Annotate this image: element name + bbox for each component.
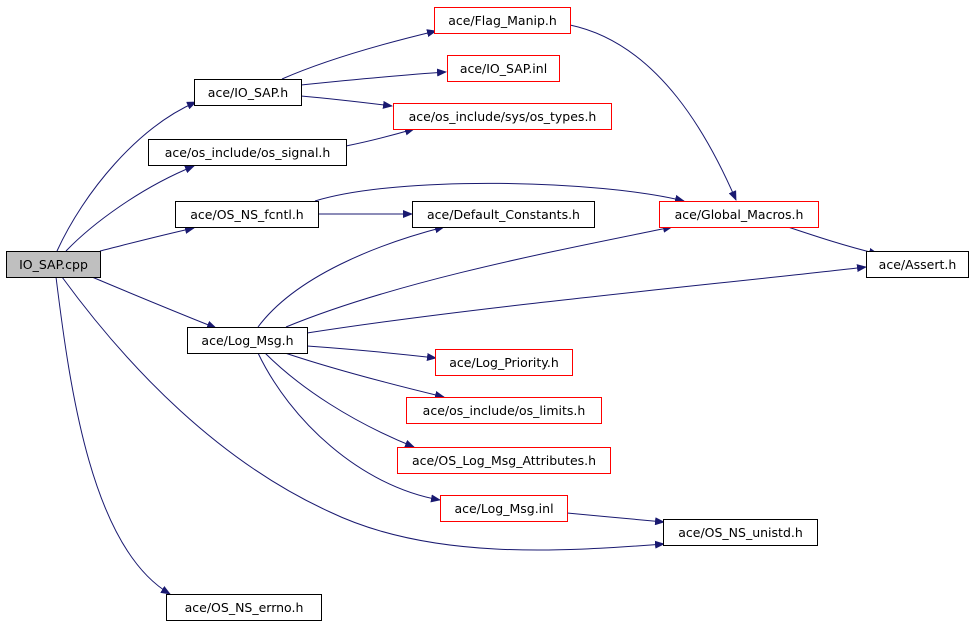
edge-log_msg_inl-to-os_ns_unistd [566,512,665,526]
edge-line [306,345,437,361]
edge-line [345,127,415,147]
node-os-ns-unistd[interactable]: ace/OS_NS_unistd.h [663,519,818,546]
node-global-macros[interactable]: ace/Global_Macros.h [659,201,819,228]
edge-io_sap_cpp-to-os_ns_errno [55,276,171,595]
node-label: ace/os_include/os_limits.h [423,403,586,418]
node-label: ace/Assert.h [879,257,957,272]
node-flag-manip[interactable]: ace/Flag_Manip.h [434,7,571,34]
edge-line [285,224,673,328]
node-box [659,201,819,228]
edge-line [787,226,879,256]
node-log-msg-h[interactable]: ace/Log_Msg.h [187,327,308,354]
edge-io_sap_h-to-os_types [300,95,393,109]
node-box [148,139,347,166]
edge-line [569,24,737,201]
edge-io_sap_cpp-to-os_ns_fcntl [99,226,195,252]
edge-line [314,182,685,203]
edge-io_sap_cpp-to-os_signal [65,165,195,252]
node-log-priority[interactable]: ace/Log_Priority.h [435,349,573,376]
edge-line [300,95,393,109]
edge-io_sap_h-to-io_sap_inl [300,68,447,86]
node-label: ace/Flag_Manip.h [448,13,557,28]
node-default-constants[interactable]: ace/Default_Constants.h [412,201,595,228]
edge-line [300,68,447,86]
node-label: ace/os_include/sys/os_types.h [409,109,597,124]
node-box [397,447,611,474]
edge-log_msg_h-to-os_limits [284,352,445,399]
node-label: ace/OS_Log_Msg_Attributes.h [412,453,596,468]
node-box [406,397,602,424]
node-box [6,251,101,278]
edge-line [566,512,665,526]
node-assert[interactable]: ace/Assert.h [866,251,969,278]
node-log-msg-inl[interactable]: ace/Log_Msg.inl [440,495,568,522]
node-label: ace/Log_Msg.inl [454,501,553,516]
node-box [187,327,308,354]
edge-flag_manip-to-global_macros [569,24,737,201]
node-box [435,349,573,376]
node-label: ace/IO_SAP.inl [460,61,547,76]
edge-line [91,276,217,329]
node-layer: IO_SAP.cpp ace/IO_SAP.h ace/Flag_Manip.hac… [6,7,969,621]
node-label: ace/os_include/os_signal.h [165,145,331,160]
node-box [194,79,302,106]
edge-line [306,264,867,334]
node-box [412,201,595,228]
edge-global_macros-to-assert [787,226,879,256]
edge-line [281,29,437,80]
node-box [434,7,571,34]
node-io-sap-cpp: IO_SAP.cpp [6,251,101,278]
node-label: ace/OS_NS_errno.h [185,600,304,615]
node-box [166,594,322,621]
edge-log_msg_h-to-log_msg_inl [257,352,441,503]
edge-line [61,276,665,551]
node-os-signal[interactable]: ace/os_include/os_signal.h [148,139,347,166]
node-box [175,201,319,228]
edge-io_sap_cpp-to-os_ns_unistd [61,276,665,551]
edge-line [257,225,445,328]
edge-line [65,165,195,252]
edge-io_sap_h-to-flag_manip [281,29,437,80]
node-box [663,519,818,546]
node-label: IO_SAP.cpp [19,257,88,272]
edge-os_signal-to-os_types [345,127,415,147]
edge-log_msg_h-to-log_priority [306,345,437,361]
node-label: ace/Default_Constants.h [427,207,580,222]
node-label: ace/Global_Macros.h [675,207,804,222]
edge-os_ns_fcntl-to-global_macros [314,182,685,203]
node-label: ace/OS_NS_fcntl.h [190,207,303,222]
edge-line [55,276,171,595]
node-os-limits[interactable]: ace/os_include/os_limits.h [406,397,602,424]
node-label: ace/Log_Priority.h [449,355,559,370]
node-label: ace/OS_NS_unistd.h [678,525,803,540]
node-box [866,251,969,278]
node-os-ns-errno[interactable]: ace/OS_NS_errno.h [166,594,322,621]
node-io-sap-inl[interactable]: ace/IO_SAP.inl [447,55,560,82]
node-label: ace/IO_SAP.h [208,85,288,100]
node-io-sap-h[interactable]: ace/IO_SAP.h [194,79,302,106]
node-box [447,55,560,82]
node-box [440,495,568,522]
edge-line [257,352,441,503]
edge-line [264,352,415,448]
edge-io_sap_cpp-to-log_msg_h [91,276,217,329]
edge-log_msg_h-to-default_constants [257,225,445,328]
node-box [393,103,612,130]
edge-line [284,352,445,399]
edge-log_msg_h-to-assert [306,264,867,334]
edge-io_sap_cpp-to-io_sap_h [56,101,197,252]
edge-log_msg_h-to-os_log_msg_attr [264,352,415,448]
edge-line [56,101,197,252]
node-os-types[interactable]: ace/os_include/sys/os_types.h [393,103,612,130]
edge-line [99,226,195,252]
node-os-ns-fcntl[interactable]: ace/OS_NS_fcntl.h [175,201,319,228]
edge-log_msg_h-to-global_macros [285,224,673,328]
node-os-log-msg-attr[interactable]: ace/OS_Log_Msg_Attributes.h [397,447,611,474]
node-label: ace/Log_Msg.h [201,333,293,348]
